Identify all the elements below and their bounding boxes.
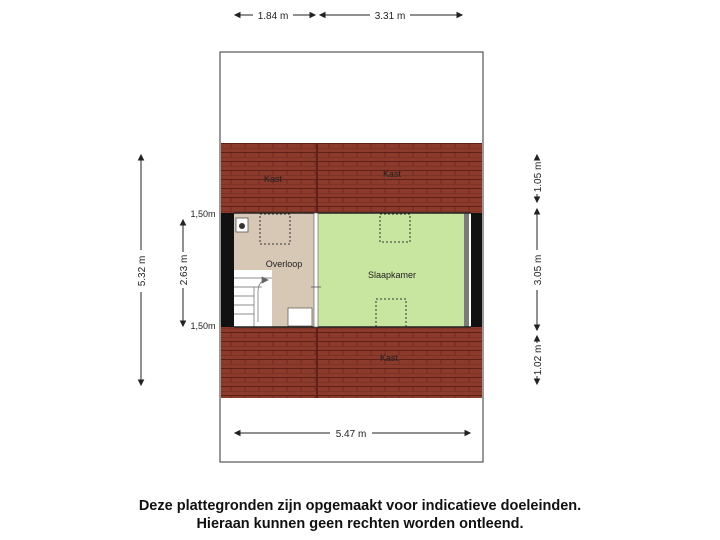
kast-top-left-label: Kast [264,174,283,184]
toilet-icon [239,223,245,229]
washing-machine [287,307,313,327]
dim-right-middle: 3.05 m [533,255,544,286]
dim-top-right: 3.31 m [375,11,406,22]
dim-top-left: 1.84 m [258,11,289,22]
wall-left [221,213,234,327]
roof-lower [221,327,482,398]
kast-bottom-label: Kast [380,353,399,363]
dimension-lines [137,11,541,437]
overloop-label: Overloop [266,259,303,269]
dim-right-bottom: 1.02 m [533,345,544,376]
dim-right-top: 1.05 m [533,162,544,193]
kast-top-right-label: Kast [383,169,402,179]
slaapkamer-label: Slaapkamer [368,270,416,280]
partition-wall [313,212,319,328]
dim-left-upper-height: 1,50m [190,209,215,219]
disclaimer-line-1: Deze plattegronden zijn opgemaakt voor i… [138,498,582,514]
wall-right [471,213,482,327]
slaapkamer-floor [318,213,464,327]
dim-bottom-width: 5.47 m [336,429,367,440]
dim-left-lower-height: 1,50m [190,321,215,331]
dim-left-inner: 2.63 m [179,255,190,286]
wall-right-inner [464,213,469,327]
stair-area [234,270,272,327]
staircase [234,276,272,327]
dim-left-total: 5.32 m [137,256,148,287]
roof-upper [221,143,482,213]
disclaimer-line-2: Hieraan kunnen geen rechten worden ontle… [196,516,524,532]
